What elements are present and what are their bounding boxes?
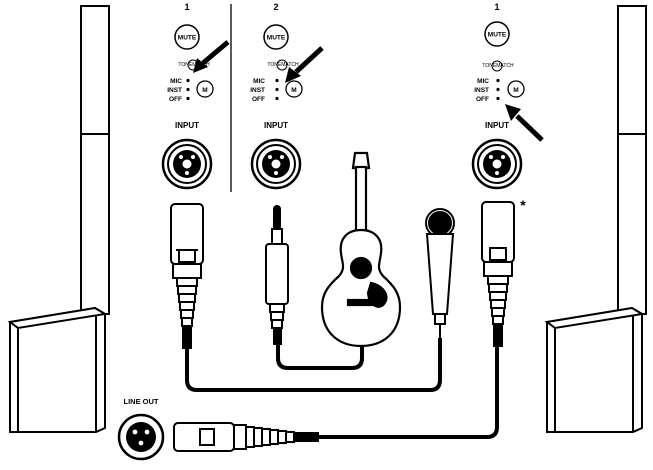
channel-strip-1: 1 MUTE TONEMATCH MIC INST OFF M INPUT xyxy=(161,2,230,190)
channel-strip-right: 1 MUTE TONEMATCH MIC INST OFF M INPUT xyxy=(471,2,544,190)
tonematch-button-glyph: M xyxy=(291,87,296,94)
selector-dot-off[interactable] xyxy=(186,96,190,101)
mute-button[interactable] xyxy=(174,24,200,50)
right-speaker-column-lower xyxy=(617,133,647,315)
selector-dot-off[interactable] xyxy=(275,96,279,101)
instrument-plug xyxy=(265,205,289,345)
selector-off: OFF xyxy=(476,96,489,103)
selector-dot-mic[interactable] xyxy=(186,78,190,83)
mute-label: MUTE xyxy=(267,35,286,42)
selector-inst: INST xyxy=(250,87,265,94)
combo-input-jack[interactable] xyxy=(250,138,302,190)
acoustic-guitar-icon xyxy=(320,151,402,348)
selector-mic: MIC xyxy=(170,78,182,85)
line-out-cable xyxy=(318,344,499,439)
tonematch-logo-icon xyxy=(491,60,503,72)
xlr-plug-left xyxy=(170,203,204,349)
tonematch-label: TONEMATCH xyxy=(267,62,299,68)
input-label: INPUT xyxy=(264,121,288,130)
channel-number: 1 xyxy=(494,2,499,12)
left-speaker-column-lower xyxy=(80,133,110,315)
tonematch-button[interactable] xyxy=(196,80,214,98)
mic-cable xyxy=(185,338,442,392)
tonematch-button[interactable] xyxy=(285,80,303,98)
tonematch-button-glyph: M xyxy=(202,87,207,94)
combo-input-jack[interactable] xyxy=(161,138,213,190)
mute-button[interactable] xyxy=(484,21,510,47)
selector-inst: INST xyxy=(474,87,489,94)
input-label: INPUT xyxy=(485,121,509,130)
channel-number: 1 xyxy=(184,2,189,12)
left-speaker-column-upper xyxy=(80,5,110,135)
tonematch-label: TONEMATCH xyxy=(178,62,210,68)
combo-input-jack[interactable] xyxy=(471,138,523,190)
footnote-asterisk: * xyxy=(520,197,526,213)
right-speaker xyxy=(544,5,647,433)
tonematch-button-glyph: M xyxy=(513,87,518,94)
mute-label: MUTE xyxy=(178,35,197,42)
arrow-icon xyxy=(515,114,544,142)
left-speaker xyxy=(7,5,110,433)
mute-label: MUTE xyxy=(488,32,507,39)
line-out-jack[interactable] xyxy=(117,413,165,461)
line-out-label: LINE OUT xyxy=(124,397,159,406)
selector-dot-inst[interactable] xyxy=(275,87,279,92)
instrument-cable xyxy=(276,342,364,370)
arrow-icon xyxy=(294,46,324,74)
xlr-plug-right xyxy=(481,201,515,347)
tonematch-logo-icon xyxy=(276,59,288,71)
selector-dot-mic[interactable] xyxy=(496,78,500,83)
arrow-icon xyxy=(201,40,230,65)
right-speaker-column-upper xyxy=(617,5,647,135)
tonematch-label: TONEMATCH xyxy=(482,63,514,69)
mute-button[interactable] xyxy=(263,24,289,50)
selector-off: OFF xyxy=(169,96,182,103)
cables xyxy=(185,338,499,439)
channel-number: 2 xyxy=(273,2,278,12)
channel-strip-2: 2 MUTE TONEMATCH MIC INST OFF M INPUT xyxy=(250,2,324,190)
selector-dot-off[interactable] xyxy=(496,96,500,101)
selector-dot-mic[interactable] xyxy=(275,78,279,83)
selector-mic: MIC xyxy=(477,78,489,85)
tonematch-button[interactable] xyxy=(507,80,525,98)
input-label: INPUT xyxy=(175,121,199,130)
selector-off: OFF xyxy=(252,96,265,103)
selector-dot-inst[interactable] xyxy=(186,87,190,92)
selector-dot-inst[interactable] xyxy=(496,87,500,92)
microphone-icon xyxy=(425,208,455,340)
xlr-plug-line-out xyxy=(173,422,319,452)
selector-mic: MIC xyxy=(253,78,265,85)
selector-inst: INST xyxy=(167,87,182,94)
